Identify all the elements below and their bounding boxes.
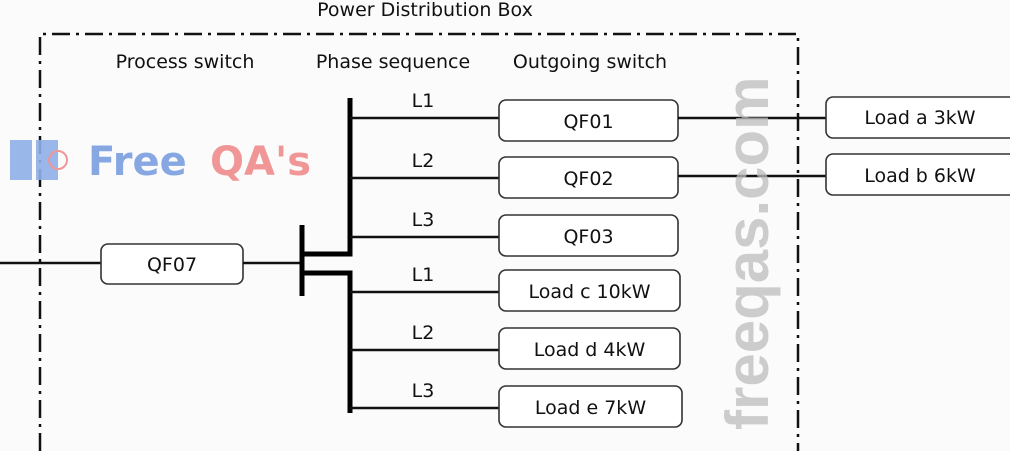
load-a-box [825, 96, 1010, 139]
site-watermark: freeqas.com [714, 77, 781, 431]
logo-qas: QA's [210, 139, 311, 185]
phase-label: L3 [412, 209, 435, 231]
magnifier-icon [48, 150, 68, 170]
phase-label: L3 [412, 380, 435, 402]
book-icon [10, 140, 32, 180]
outgoing-label: Load e 7kW [535, 397, 646, 419]
phase-label: L1 [412, 264, 435, 286]
outgoing-box [498, 156, 679, 199]
header-process-switch: Process switch [116, 51, 255, 73]
diagram-title: Power Distribution Box [317, 0, 533, 21]
load-a-label: Load a 3kW [864, 107, 975, 129]
distribution-box-frame [38, 32, 800, 451]
header-outgoing-switch: Outgoing switch [513, 51, 667, 73]
book-page-icon [36, 140, 58, 180]
header-phase-sequence: Phase sequence [316, 51, 470, 73]
upper-busbar [302, 98, 353, 257]
outgoing-box [498, 269, 681, 312]
outgoing-label: Load d 4kW [534, 339, 646, 361]
outgoing-box [498, 214, 679, 257]
logo-free: Free [88, 139, 187, 185]
lower-busbar [302, 270, 353, 413]
phase-label: L2 [412, 322, 435, 344]
outgoing-label: QF03 [563, 226, 613, 248]
phase-label: L2 [412, 150, 435, 172]
phase-label: L1 [412, 90, 435, 112]
qf07-label: QF07 [147, 254, 197, 276]
freeqa-logo-watermark: Free QA's [10, 139, 311, 185]
outgoing-label: Load c 10kW [528, 281, 650, 303]
outgoing-label: QF01 [563, 111, 613, 133]
outgoing-box [498, 99, 679, 142]
load-b-label: Load b 6kW [864, 165, 976, 187]
load-b-box [825, 153, 1010, 196]
outgoing-label: QF02 [563, 168, 613, 190]
outgoing-box [498, 385, 683, 428]
outgoing-box [498, 327, 681, 370]
